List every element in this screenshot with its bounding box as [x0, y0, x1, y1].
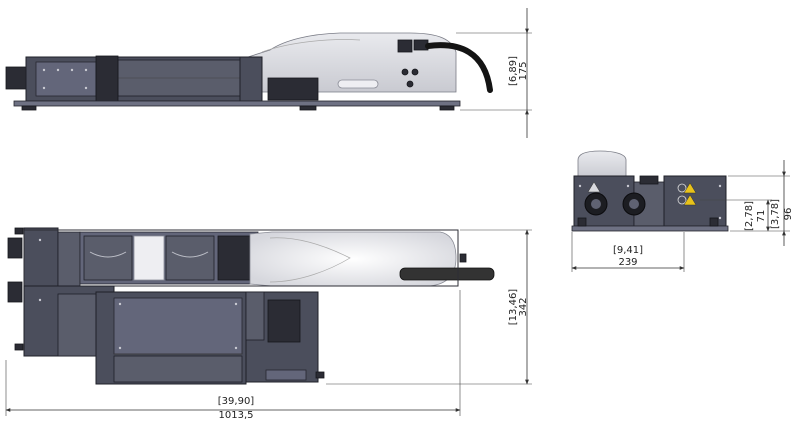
top-length-inch: [39,90] — [218, 396, 255, 407]
front-view — [571, 150, 729, 232]
side-hose — [425, 42, 493, 93]
top-width-inch: [13,46] — [508, 289, 519, 326]
top-width-mm: 342 — [518, 297, 529, 316]
side-height-inch: [6,89] — [508, 56, 519, 86]
side-height-mm: 175 — [518, 61, 529, 80]
side-height-dimension: [6,89] 175 — [456, 8, 532, 138]
top-connector-2 — [7, 281, 23, 303]
top-length-mm: 1013,5 — [219, 410, 254, 421]
front-base-plate — [571, 225, 729, 232]
front-axis-inch: [2,78] — [744, 201, 755, 231]
front-axis-mm: 71 — [756, 210, 767, 223]
top-hose — [399, 267, 495, 281]
front-height-dimension: [3,78] 96 — [728, 160, 794, 246]
front-height-inch: [3,78] — [770, 199, 781, 229]
front-height-mm: 96 — [783, 208, 794, 221]
warning-triangle-icon-2 — [683, 194, 697, 206]
side-base-rail — [13, 100, 461, 107]
side-view — [5, 32, 493, 111]
warning-triangle-icon — [683, 182, 697, 194]
front-width-mm: 239 — [618, 257, 637, 268]
top-view — [7, 227, 495, 385]
top-width-dimension: [13,46] 342 — [326, 229, 532, 385]
side-connector — [5, 66, 27, 90]
front-width-inch: [9,41] — [613, 245, 643, 256]
front-width-dimension: [9,41] 239 — [571, 232, 685, 272]
front-axis-dimension: [2,78] 71 — [700, 199, 772, 232]
top-connector-1 — [7, 237, 23, 259]
top-length-dimension: [39,90] 1013,5 — [5, 290, 461, 421]
rotation-symbol-icon — [587, 181, 601, 193]
front-hood — [577, 150, 627, 179]
